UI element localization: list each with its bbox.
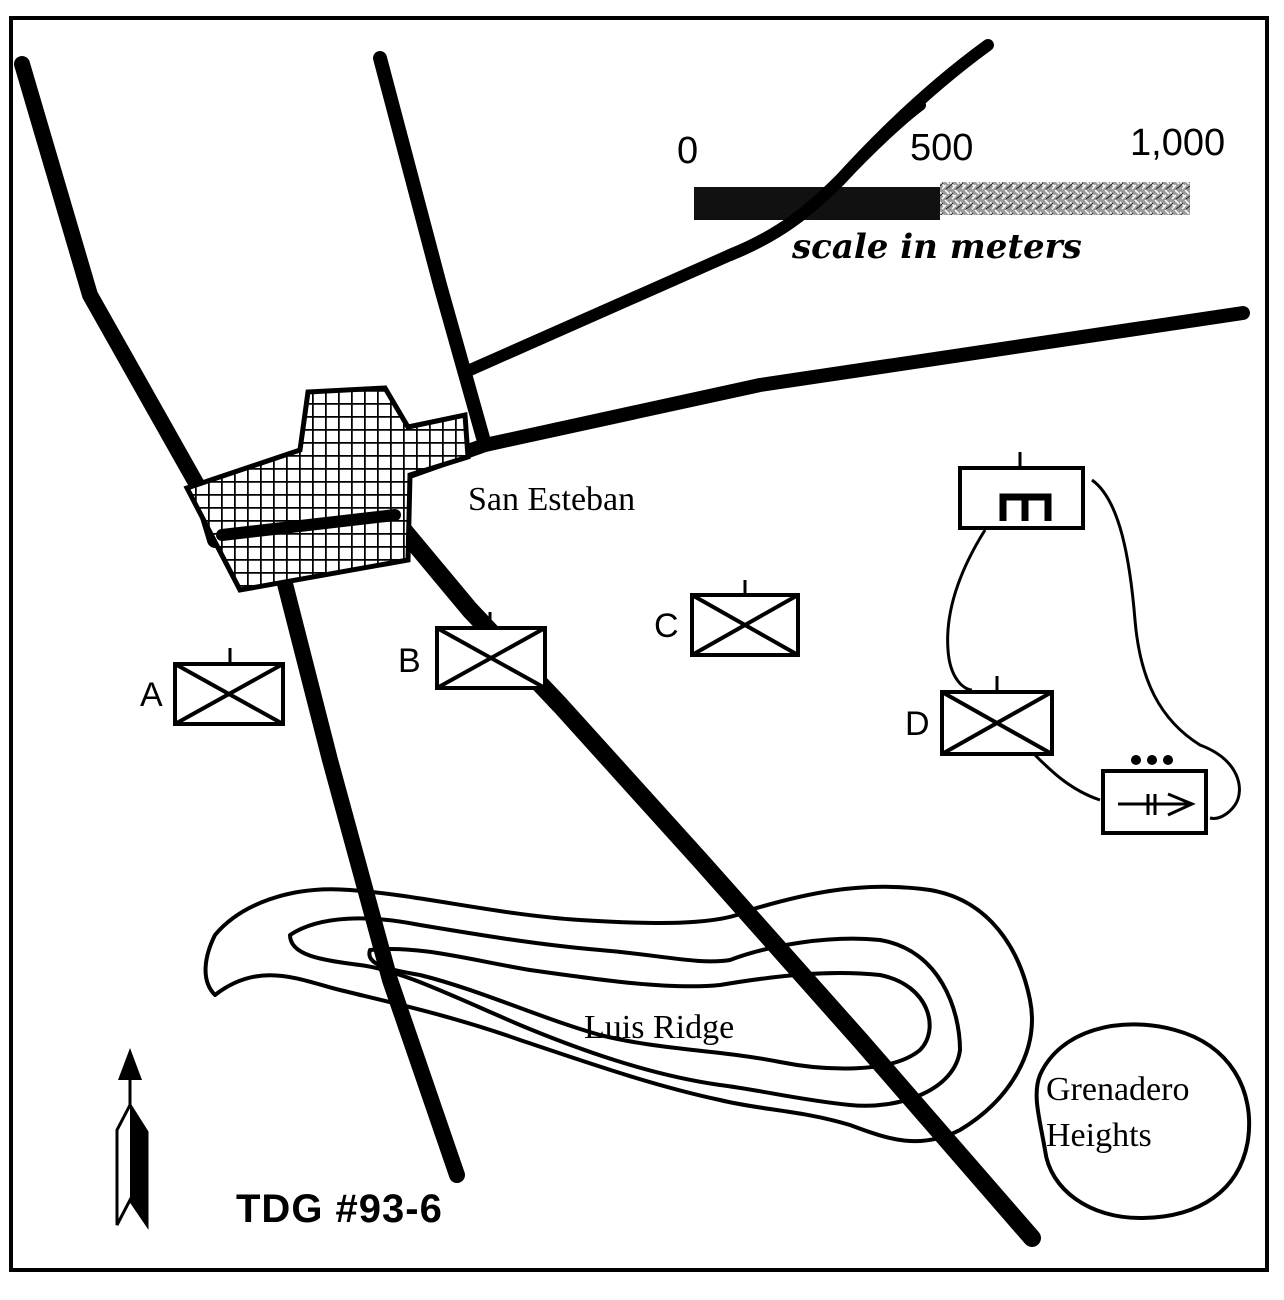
road-southeast [386, 511, 1041, 1247]
link-engineer-to-antiarmor [1091, 478, 1241, 820]
unit-links [946, 478, 1241, 820]
label-san-esteban: San Esteban [468, 481, 635, 518]
road-northeast-overlay [724, 99, 926, 261]
road-network [14, 39, 1250, 1247]
engineer-symbol-icon [999, 493, 1052, 521]
echelon-dot [1163, 755, 1173, 765]
unit-c-label: C [654, 607, 679, 645]
contour-outer [203, 884, 1034, 1144]
link-engineer-to-d [946, 529, 987, 692]
label-luis-ridge: Luis Ridge [584, 1009, 734, 1046]
label-grenadero: Grenadero [1046, 1071, 1189, 1108]
unit-antiarmor[interactable] [1101, 755, 1208, 835]
scale-bar: 0 500 1,000 scale in meters [677, 122, 1225, 267]
unit-b[interactable]: B [398, 612, 547, 690]
north-arrow-icon [115, 1048, 149, 1230]
contour-middle [288, 916, 962, 1108]
contour-inner [367, 947, 932, 1071]
unit-c[interactable]: C [654, 580, 800, 657]
scale-caption: scale in meters [791, 227, 1082, 267]
unit-d[interactable]: D [905, 676, 1054, 756]
scale-tick-0: 0 [677, 130, 698, 172]
unit-a[interactable]: A [140, 648, 285, 726]
unit-engineer[interactable] [958, 452, 1085, 530]
map-title: TDG #93-6 [236, 1187, 443, 1231]
antiarmor-symbol-icon [1118, 792, 1196, 817]
grenadero-heights-contour [1034, 1022, 1252, 1220]
scale-tick-1000: 1,000 [1130, 122, 1225, 164]
map-border [9, 16, 1269, 1272]
label-heights: Heights [1046, 1117, 1152, 1154]
echelon-dot [1131, 755, 1141, 765]
road-north [373, 51, 492, 452]
road-northwest [14, 56, 223, 548]
road-south-west [262, 517, 465, 1183]
unit-b-label: B [398, 642, 421, 680]
luis-ridge-contours [203, 884, 1034, 1144]
unit-d-label: D [905, 705, 930, 743]
unit-a-label: A [140, 676, 163, 714]
town-block-polygon [183, 385, 471, 593]
link-d-to-antiarmor [1033, 753, 1101, 802]
town-inner-road [216, 509, 401, 541]
echelon-dot [1147, 755, 1157, 765]
scale-segment-light [940, 182, 1190, 215]
scale-tick-500: 500 [910, 127, 973, 169]
san-esteban-town [183, 385, 471, 593]
